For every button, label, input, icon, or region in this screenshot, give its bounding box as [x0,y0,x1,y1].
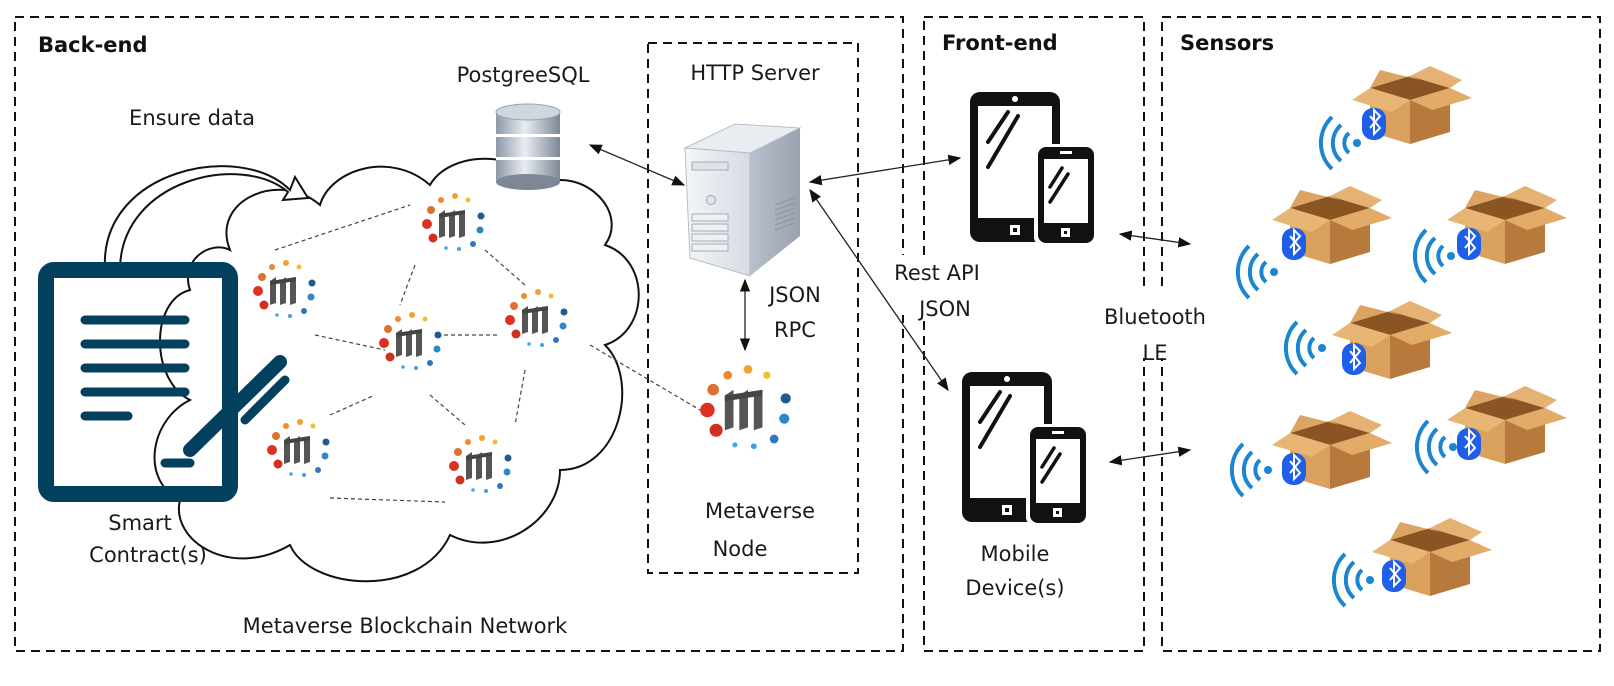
mobile-devices-label-line2: Device(s) [965,576,1064,600]
sensor-box [1318,65,1473,171]
ble-arrow-top [1118,230,1192,248]
contract-document-icon [38,262,290,502]
curved-arrow-icon [103,165,310,269]
metaverse-node-label-line1: Metaverse [705,499,815,523]
db-server-arrow [588,144,686,186]
metaverse-node-main-icon [700,365,791,450]
http-server-section [647,42,859,574]
http-server-title: HTTP Server [690,61,820,85]
json-rpc-line2: RPC [774,318,816,342]
rest-api-line2: JSON [917,297,971,321]
ensure-data-label: Ensure data [129,106,255,130]
json-rpc-line1: JSON [767,283,821,307]
metaverse-node-label-line2: Node [713,537,768,561]
mobile-devices-label-line1: Mobile [981,542,1050,566]
blockchain-network-label: Metaverse Blockchain Network [243,614,569,638]
sensors-title: Sensors [1180,31,1274,55]
backend-title: Back-end [38,33,148,57]
frontend-title: Front-end [942,31,1058,55]
sensors-section [1161,16,1601,652]
rest-api-line1: Rest API [894,261,980,285]
sensor-box [1412,185,1568,284]
server-frontend-arrow-bottom [809,188,949,392]
mobile-devices-icon [960,370,1090,528]
ble-arrow-bottom [1108,446,1192,466]
mobile-devices-icon [968,90,1098,248]
database-label: PostgreeSQL [457,63,590,87]
database-icon [495,103,561,190]
bluetooth-line1: Bluetooth [1104,305,1206,329]
server-tower-icon [683,123,802,277]
network-links [274,204,701,503]
smart-contract-label-line1: Smart [108,511,172,535]
sensor-box [1283,300,1453,380]
sensor-box [1229,410,1393,498]
smart-contract-label-line2: Contract(s) [89,543,207,567]
server-frontend-arrow-top [808,154,962,186]
sensor-box [1414,385,1568,475]
sensor-box [1235,185,1393,300]
sensor-box [1331,517,1493,608]
bluetooth-line2: LE [1143,341,1168,365]
blockchain-cloud [153,157,640,583]
frontend-section [923,16,1145,652]
